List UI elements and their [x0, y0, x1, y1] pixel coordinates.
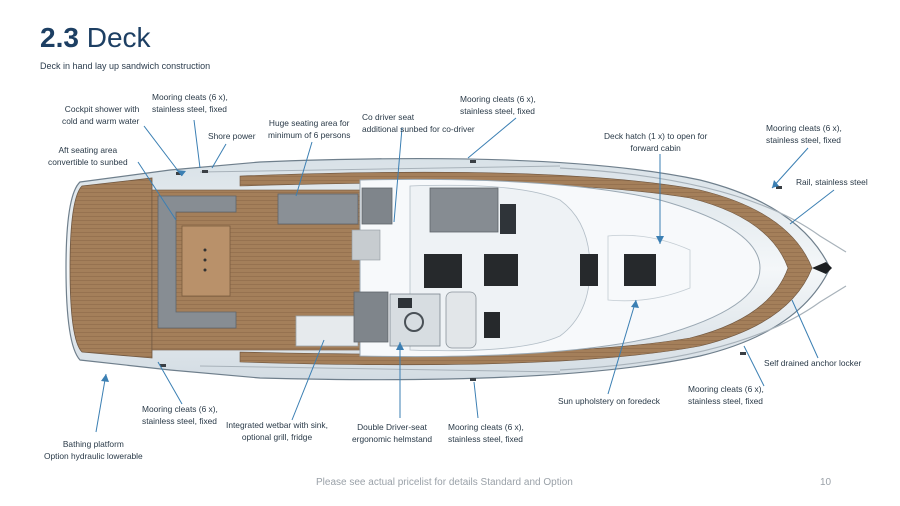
callout-leaders [95, 117, 835, 433]
label-line: Mooring cleats (6 x), [152, 92, 228, 102]
bathing-platform [69, 177, 153, 359]
label-mooring-bottom-left: Mooring cleats (6 x), stainless steel, f… [142, 404, 218, 427]
label-line: Shore power [208, 131, 256, 141]
label-line: stainless steel, fixed [142, 415, 217, 426]
label-aft-seating: Aft seating area convertible to sunbed [48, 145, 128, 168]
label-line: Cockpit shower with [64, 104, 140, 114]
label-line: optional grill, fridge [241, 431, 313, 442]
side-deck-teak [239, 171, 813, 366]
window [580, 254, 598, 286]
label-line: Integrated wetbar with sink, [226, 420, 328, 430]
seat-block-mid [351, 229, 381, 261]
wetbar-counter [295, 315, 359, 347]
label-mooring-bottom-right: Mooring cleats (6 x), stainless steel, f… [688, 384, 764, 407]
helm-console [389, 293, 441, 347]
codriver-sunbed [429, 187, 499, 233]
footer-note: Please see actual pricelist for details … [316, 477, 573, 488]
label-cockpit-shower: Cockpit shower with cold and warm water [62, 104, 139, 127]
label-wetbar: Integrated wetbar with sink, optional gr… [226, 420, 328, 443]
label-mooring-top-mid: Mooring cleats (6 x), stainless steel, f… [460, 94, 536, 117]
label-mooring-bottom-mid: Mooring cleats (6 x), stainless steel, f… [448, 422, 524, 445]
label-line: minimum of 6 persons [268, 129, 351, 140]
label-line: Option hydraulic lowerable [44, 450, 143, 461]
label-line: Double Driver-seat [357, 422, 427, 432]
codriver-seat [361, 187, 393, 225]
label-line: Mooring cleats (6 x), [142, 404, 218, 414]
label-driver-seat: Double Driver-seat ergonomic helmstand [352, 422, 432, 445]
label-deck-hatch: Deck hatch (1 x) to open for forward cab… [604, 131, 707, 154]
label-sun-upholstery: Sun upholstery on foredeck [558, 396, 660, 408]
label-line: additional sunbed for co-driver [362, 123, 475, 134]
label-seating-area: Huge seating area for minimum of 6 perso… [268, 118, 350, 141]
label-line: stainless steel, fixed [152, 103, 227, 114]
label-rail: Rail, stainless steel [796, 177, 868, 189]
anchor-icon [812, 262, 832, 274]
window [424, 254, 462, 288]
label-codriver-seat: Co driver seat additional sunbed for co-… [362, 112, 475, 135]
label-line: Mooring cleats (6 x), [688, 384, 764, 394]
label-mooring-top-left: Mooring cleats (6 x), stainless steel, f… [152, 92, 228, 115]
label-line: convertible to sunbed [48, 156, 128, 167]
section-title: Deck [86, 22, 151, 53]
label-line: Bathing platform [62, 439, 124, 449]
section-number: 2.3 [40, 22, 79, 53]
label-line: forward cabin [630, 142, 681, 153]
window [484, 254, 518, 286]
bench-lower [353, 291, 389, 343]
driver-double-seat [445, 291, 477, 349]
rail-port [559, 285, 847, 371]
label-line: stainless steel, fixed [460, 105, 535, 116]
rail-starboard [559, 167, 847, 253]
label-line: Rail, stainless steel [796, 177, 868, 187]
seating-bench-top [277, 193, 359, 225]
steering-wheel [404, 312, 424, 332]
label-line: ergonomic helmstand [352, 433, 433, 444]
label-line: Mooring cleats (6 x), [766, 123, 842, 133]
label-line: Mooring cleats (6 x), [448, 422, 524, 432]
label-bathing-platform: Bathing platform Option hydraulic lowera… [44, 439, 143, 462]
label-line: Sun upholstery on foredeck [558, 396, 660, 406]
label-line: stainless steel, fixed [688, 395, 763, 406]
label-line: Aft seating area [58, 145, 118, 155]
page-number: 10 [820, 477, 832, 488]
label-line: Co driver seat [362, 112, 415, 122]
label-line: cold and warm water [62, 115, 140, 126]
mooring-cleats [160, 160, 782, 381]
page-title: 2.3 Deck [40, 22, 151, 54]
label-shore-power: Shore power [208, 131, 256, 143]
label-line: Mooring cleats (6 x), [460, 94, 536, 104]
label-mooring-top-right: Mooring cleats (6 x), stainless steel, f… [766, 123, 842, 146]
window [484, 312, 500, 338]
deck-hatch [624, 254, 656, 286]
label-line: Deck hatch (1 x) to open for [604, 131, 708, 141]
label-line: stainless steel, fixed [766, 134, 841, 145]
label-line: Huge seating area for [268, 118, 350, 128]
label-anchor-locker: Self drained anchor locker [764, 358, 861, 370]
page-subtitle: Deck in hand lay up sandwich constructio… [40, 61, 211, 71]
label-line: stainless steel, fixed [448, 433, 523, 444]
aft-seating-sofa [157, 195, 237, 329]
label-line: Self drained anchor locker [764, 358, 862, 368]
